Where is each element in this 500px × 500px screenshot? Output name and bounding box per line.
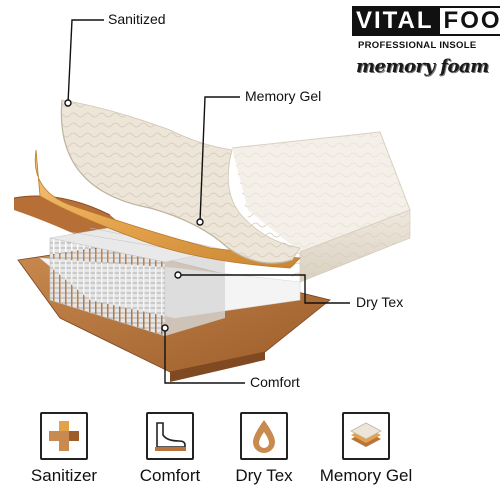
feature-label: Dry Tex	[235, 466, 293, 485]
water-drop-icon	[240, 412, 288, 460]
foot-comfort-icon	[146, 412, 194, 460]
sanitized-top-sheet	[60, 99, 301, 264]
brand-logo: VITAL FOOT	[352, 6, 500, 36]
brand-logo-part-b: FOOT	[437, 6, 500, 36]
callout-lines	[64, 19, 350, 384]
brand-tagline: PROFESSIONAL INSOLE	[358, 40, 477, 51]
feature-sanitizer: Sanitizer	[9, 412, 119, 486]
callout-sanitized: Sanitized	[108, 11, 166, 27]
brand-logo-part-a: VITAL	[352, 6, 438, 36]
brand-script-name: memory foam	[356, 56, 489, 77]
callout-memory-gel: Memory Gel	[245, 88, 322, 104]
insole-layers-illustration	[13, 19, 411, 384]
feature-memory-gel: Memory Gel	[311, 412, 421, 486]
feature-label: Comfort	[139, 466, 201, 485]
callout-comfort: Comfort	[250, 374, 300, 390]
feature-dry-tex: Dry Tex	[209, 412, 319, 486]
callout-dry-tex: Dry Tex	[356, 294, 404, 310]
spring-block	[49, 225, 226, 337]
brand-logo-block: VITAL FOOT PROFESSIONAL INSOLE memory fo…	[344, 6, 500, 84]
feature-comfort: Comfort	[115, 412, 225, 486]
sanitizer-cross-icon	[40, 412, 88, 460]
feature-label: Memory Gel	[319, 466, 413, 485]
feature-label: Sanitizer	[30, 466, 98, 485]
layers-icon	[342, 412, 390, 460]
